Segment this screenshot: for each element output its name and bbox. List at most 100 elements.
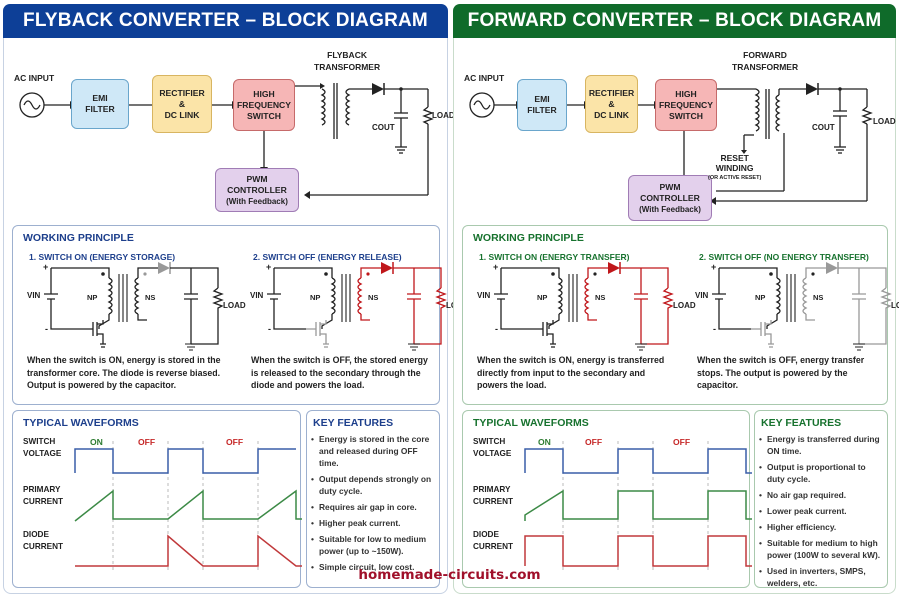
feature-item: Suitable for low to medium power (up to … [311, 533, 435, 557]
state-off-1: OFF [585, 437, 603, 447]
mosfet-icon [751, 320, 774, 348]
output-capacitor [852, 268, 866, 344]
primary-wire [51, 267, 110, 278]
ac-input-label: AC INPUT [464, 73, 505, 83]
np-label: NP [537, 293, 547, 302]
diode-current-trace [75, 534, 302, 567]
mosfet-icon [83, 320, 106, 348]
key-features-title: KEY FEATURES [761, 417, 842, 429]
forward-title: FORWARD CONVERTER – BLOCK DIAGRAM [453, 4, 896, 38]
load-resistor-icon [191, 287, 224, 345]
state-off-2: OFF [673, 437, 691, 447]
working-principle-title: WORKING PRINCIPLE [23, 232, 134, 244]
primary-current-trace [74, 489, 302, 522]
transformer-core [118, 274, 128, 322]
output-capacitor [634, 268, 648, 344]
diode-icon [381, 262, 393, 274]
feature-item: Energy is transferred during ON time. [759, 433, 885, 457]
waveforms-title: TYPICAL WAVEFORMS [23, 417, 139, 429]
ac-input-label: AC INPUT [14, 73, 55, 83]
waveforms-title: TYPICAL WAVEFORMS [473, 417, 589, 429]
load-label: LOAD [223, 301, 246, 310]
key-features-title: KEY FEATURES [313, 417, 394, 429]
mosfet-icon [533, 320, 556, 348]
load-resistor-icon [859, 287, 892, 345]
vin-label: VIN [250, 291, 264, 300]
load-label: LOAD [432, 111, 455, 120]
primary-current-label: PRIMARY CURRENT [473, 485, 514, 506]
input-source [494, 268, 533, 330]
case2-title: 2. SWITCH OFF (NO ENERGY TRANSFER) [699, 252, 869, 262]
switch-voltage-label: SWITCH VOLTAGE [473, 437, 512, 458]
ns-label: NS [145, 293, 155, 302]
plus-sign: + [266, 262, 271, 272]
transformer-core [786, 274, 796, 322]
output-capacitor [407, 268, 421, 344]
vin-label: VIN [477, 291, 491, 300]
flyback-working-principle: WORKING PRINCIPLE 1. SWITCH ON (ENERGY S… [12, 225, 469, 405]
watermark: homemade-circuits.com [358, 567, 541, 583]
minus-sign: - [495, 324, 498, 334]
flyback-title: FLYBACK CONVERTER – BLOCK DIAGRAM [3, 4, 448, 38]
case1-description: When the switch is ON, energy is transfe… [477, 355, 665, 390]
transformer-core [568, 274, 578, 322]
state-off-1: OFF [138, 437, 156, 447]
feature-item: Output depends strongly on duty cycle. [311, 473, 435, 497]
rectifier-block: RECTIFIER&DC LINK [152, 75, 212, 133]
diode-icon [608, 262, 620, 274]
ground-icon [408, 343, 420, 351]
minus-sign: - [45, 324, 48, 334]
ns-label: NS [813, 293, 823, 302]
primary-wire [501, 267, 560, 278]
feature-item: Requires air gap in core. [311, 501, 435, 513]
feature-item: Energy is stored in the core and release… [311, 433, 435, 469]
load-label: LOAD [873, 117, 896, 126]
ground-icon [853, 343, 865, 351]
diode-current-label: DIODE CURRENT [473, 530, 514, 551]
case1-description: When the switch is ON, energy is stored … [27, 355, 221, 390]
vin-label: VIN [27, 291, 41, 300]
forward-panel: FORWARD CONVERTER – BLOCK DIAGRAM AC INP… [453, 4, 899, 594]
feature-list: Energy is transferred during ON time.Out… [755, 433, 889, 593]
cout-label: COUT [372, 123, 395, 132]
state-on: ON [538, 437, 551, 447]
transformer-core [341, 274, 351, 322]
secondary-coil-icon [584, 277, 590, 315]
plus-sign: + [711, 262, 716, 272]
primary-coil-icon [107, 277, 113, 315]
output-capacitor [184, 268, 198, 344]
case2-description: When the switch is OFF, the stored energ… [251, 355, 428, 390]
case2-title: 2. SWITCH OFF (ENERGY RELEASE) [253, 252, 402, 262]
forward-working-principle: WORKING PRINCIPLE 1. SWITCH ON (ENERGY T… [462, 225, 899, 405]
flyback-panel: FLYBACK CONVERTER – BLOCK DIAGRAM AC INP… [3, 4, 469, 594]
flyback-key-features: KEY FEATURES Energy is stored in the cor… [306, 410, 440, 588]
switch-voltage-trace [74, 448, 296, 474]
input-source [267, 268, 306, 330]
feature-item: Lower peak current. [759, 505, 885, 517]
feature-item: Higher efficiency. [759, 521, 885, 533]
feature-list: Energy is stored in the core and release… [307, 433, 439, 577]
feature-item: Higher peak current. [311, 517, 435, 529]
switch-voltage-label: SWITCH VOLTAGE [23, 437, 62, 458]
rectifier-block: RECTIFIER&DC LINK [585, 75, 638, 133]
plus-sign: + [493, 262, 498, 272]
primary-current-label: PRIMARY CURRENT [23, 485, 64, 506]
forward-waveform-plot [524, 441, 752, 571]
primary-coil-icon [775, 277, 781, 315]
feature-item: Suitable for medium to high power (100W … [759, 537, 885, 561]
plus-sign: + [43, 262, 48, 272]
feature-item: Simple circuit, low cost. [311, 561, 435, 573]
state-on: ON [90, 437, 103, 447]
case2-description: When the switch is OFF, energy transfer … [697, 355, 865, 390]
primary-wire [719, 267, 778, 278]
